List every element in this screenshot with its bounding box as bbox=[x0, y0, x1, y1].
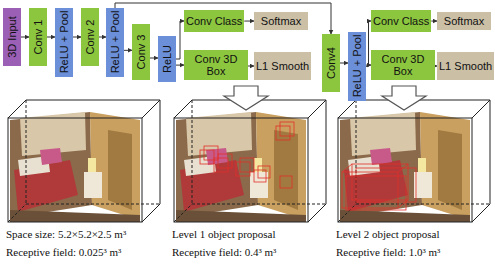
connector bbox=[99, 37, 106, 38]
softmax-box: Softmax bbox=[437, 12, 491, 30]
box-label: L1 Smooth bbox=[256, 60, 309, 72]
box-label: Conv 1 bbox=[32, 20, 44, 55]
relu-pool-box: ReLU + Pool bbox=[348, 32, 366, 101]
caption-label: Level 1 object proposal bbox=[172, 228, 276, 240]
connector bbox=[176, 65, 184, 66]
softmax-box: Softmax bbox=[254, 12, 308, 30]
box-label: Conv 2 bbox=[84, 20, 96, 55]
caption-label: Receptive field: 0.4³ m³ bbox=[172, 246, 276, 258]
caption-label: Receptive field: 1.0³ m³ bbox=[336, 246, 440, 258]
box-label: Softmax bbox=[444, 15, 484, 27]
box-label: Conv 3D Box bbox=[184, 53, 248, 77]
input-box: 3D Input bbox=[3, 8, 21, 66]
box-label: Conv 3 bbox=[135, 35, 147, 70]
caption-label: Level 2 object proposal bbox=[336, 228, 440, 240]
box-label: Conv 3D Box bbox=[371, 53, 435, 77]
conv-box: Conv 3 bbox=[132, 24, 150, 80]
conv-box: Conv 2 bbox=[81, 8, 99, 66]
caption-label: Receptive field: 0.025³ m³ bbox=[6, 246, 121, 258]
box-label: ReLU + Pool bbox=[58, 11, 70, 74]
l1-smooth-box: L1 Smooth bbox=[254, 52, 311, 80]
connector bbox=[340, 63, 348, 64]
box-label: Conv Class bbox=[186, 15, 242, 27]
box-label: Conv4 bbox=[325, 47, 337, 79]
conv-class-box: Conv Class bbox=[371, 10, 431, 32]
relu-pool-box: ReLU + Pool bbox=[55, 8, 73, 77]
connector bbox=[176, 21, 184, 59]
connector bbox=[244, 21, 254, 22]
box-label: Conv Class bbox=[373, 15, 429, 27]
conv-box3d-box: Conv 3D Box bbox=[371, 50, 435, 80]
box-label: ReLU + Pool bbox=[351, 35, 363, 98]
caption-label: Space size: 5.2×5.2×2.5 m³ bbox=[6, 228, 126, 240]
box-label: 3D Input bbox=[6, 16, 18, 58]
conv-box: Conv4 bbox=[322, 34, 340, 92]
connector bbox=[73, 37, 81, 38]
box-label: Softmax bbox=[261, 15, 301, 27]
relu-box: ReLU bbox=[158, 36, 176, 82]
conv-box3d-box: Conv 3D Box bbox=[184, 50, 248, 80]
connector bbox=[124, 50, 132, 51]
conv-class-box: Conv Class bbox=[184, 10, 244, 32]
l1-smooth-box: L1 Smooth bbox=[437, 52, 494, 80]
relu-pool-box: ReLU + Pool bbox=[106, 8, 124, 77]
connector bbox=[21, 37, 29, 38]
box-label: ReLU bbox=[161, 45, 173, 73]
box-label: L1 Smooth bbox=[439, 60, 492, 72]
connector bbox=[150, 58, 158, 59]
box-label: ReLU + Pool bbox=[109, 11, 121, 74]
conv-box: Conv 1 bbox=[29, 8, 47, 66]
connector bbox=[47, 37, 55, 38]
